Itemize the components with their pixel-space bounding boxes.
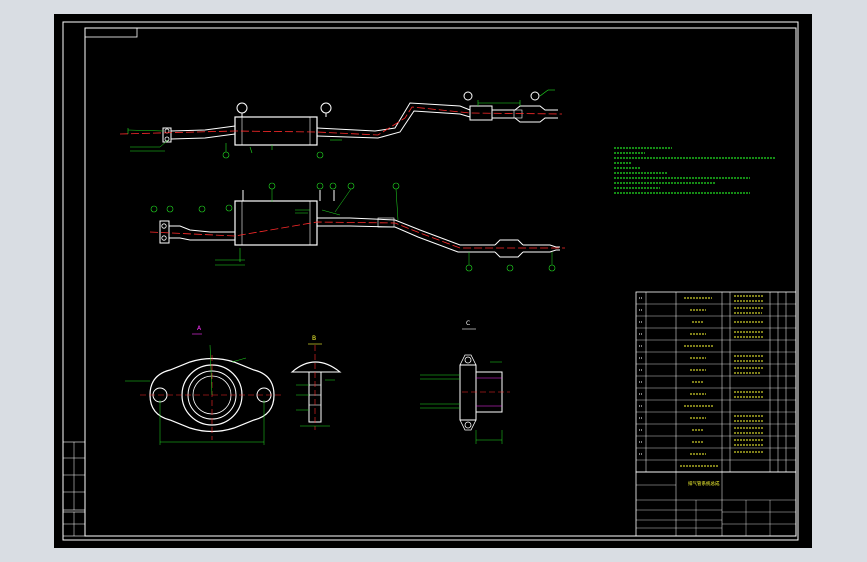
- svg-text:A: A: [197, 325, 202, 332]
- title-block: [635, 471, 797, 537]
- svg-text:C: C: [466, 320, 470, 327]
- drawing-title-text: 排气管系统总成: [688, 480, 720, 487]
- corner-code-box: [84, 27, 138, 38]
- outer-frame: [62, 21, 799, 541]
- bolt-detail: B: [290, 335, 342, 430]
- exhaust-assembly-top-view: [119, 91, 563, 146]
- flange-detail: A: [125, 325, 284, 445]
- parts-list-table: [635, 291, 797, 473]
- inner-frame: [84, 27, 797, 537]
- technical-notes: [614, 147, 775, 194]
- exhaust-assembly-front-view: [149, 190, 565, 258]
- canvas-background: [54, 14, 812, 548]
- top-view-annotations: [127, 89, 555, 159]
- svg-text:B: B: [312, 335, 316, 342]
- sleeve-detail: C: [420, 320, 510, 444]
- binding-margin-blocks: [62, 441, 86, 537]
- front-view-annotations: [150, 182, 556, 272]
